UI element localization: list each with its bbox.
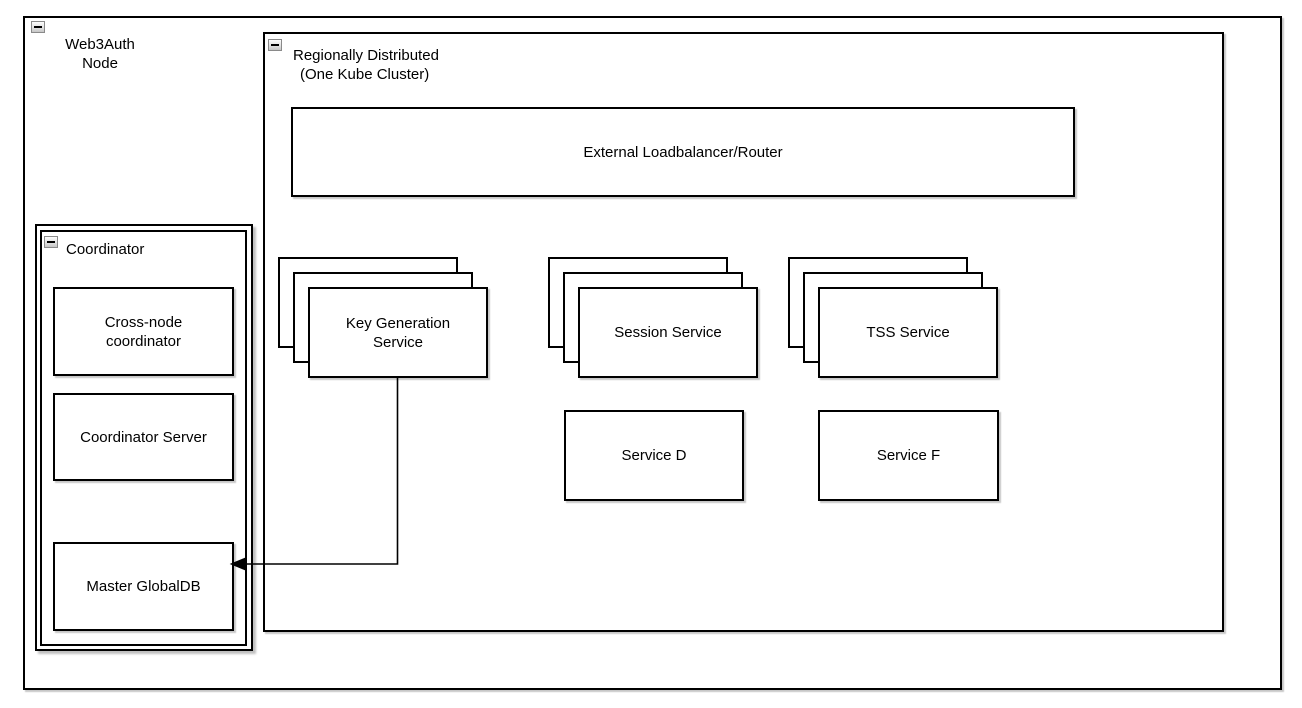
coordinator-group-title: Coordinator (66, 240, 144, 259)
master-globaldb-label: Master GlobalDB (86, 578, 201, 595)
service-d-node[interactable]: Service D (564, 410, 744, 501)
regional-title-line1: Regionally Distributed (293, 47, 439, 64)
key-generation-service-label: Key Generation Service (345, 314, 451, 351)
collapse-minus-icon[interactable] (44, 236, 58, 248)
tss-service-label: TSS Service (866, 324, 950, 341)
web3auth-title-line1: Web3Auth (65, 36, 135, 53)
session-service-node[interactable]: Session Service (578, 287, 758, 378)
regional-title-line2: (One Kube Cluster) (300, 66, 430, 83)
cross-node-coordinator-node[interactable]: Cross-node coordinator (53, 287, 234, 376)
coordinator-title-text: Coordinator (66, 241, 145, 258)
session-service-label: Session Service (614, 324, 722, 341)
external-loadbalancer-label: External Loadbalancer/Router (583, 143, 783, 161)
service-f-node[interactable]: Service F (818, 410, 999, 501)
service-d-label: Service D (621, 447, 687, 464)
collapse-minus-icon[interactable] (31, 21, 45, 33)
tss-service-node[interactable]: TSS Service (818, 287, 998, 378)
service-f-label: Service F (876, 447, 941, 464)
web3auth-title-line2: Node (82, 55, 118, 72)
coordinator-server-node[interactable]: Coordinator Server (53, 393, 234, 481)
coordinator-server-label: Coordinator Server (80, 428, 207, 446)
external-loadbalancer-node[interactable]: External Loadbalancer/Router (291, 107, 1075, 197)
cross-node-coordinator-label: Cross-node coordinator (104, 313, 183, 350)
regional-cluster-group-title: Regionally Distributed (One Kube Cluster… (293, 46, 469, 84)
collapse-minus-icon[interactable] (268, 39, 282, 51)
master-globaldb-node[interactable]: Master GlobalDB (53, 542, 234, 631)
web3auth-node-group-title: Web3Auth Node (52, 35, 148, 73)
key-generation-service-node[interactable]: Key Generation Service (308, 287, 488, 378)
